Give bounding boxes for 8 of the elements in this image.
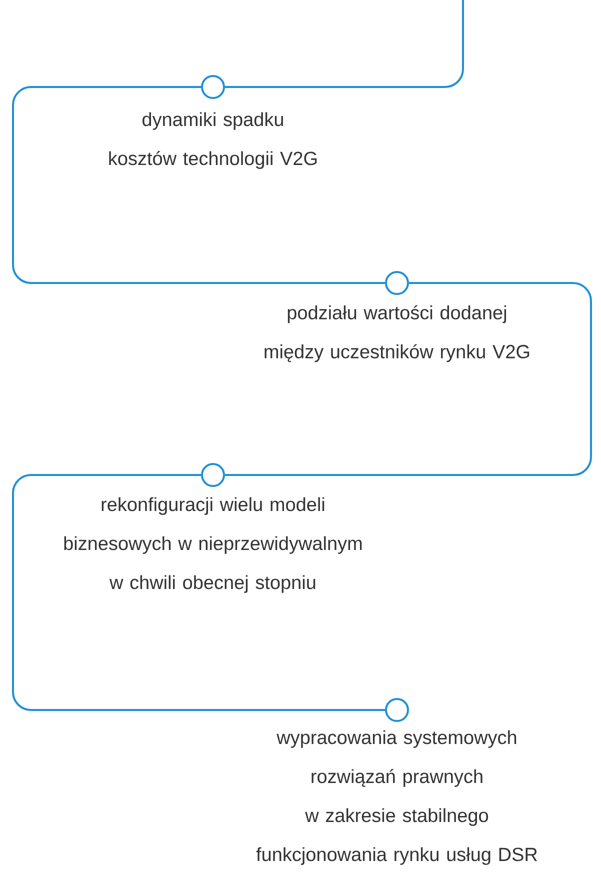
- connector-line: [12, 86, 385, 284]
- body-text: rekonfiguracji wielu modeli biznesowych w nieprzewidywalnym w chwili obecnej stopniu: [64, 497, 362, 593]
- body-text: wypracowania systemowych rozwiązań prawnych w zakresie stabilnego funkcjonowania rynku usług DSR: [256, 730, 538, 865]
- connector-line: [225, 282, 592, 476]
- body-text: dynamiki spadku kosztów technologii V2G: [109, 112, 317, 169]
- body-text: podziału wartości dodanej między uczestników rynku V2G: [264, 305, 530, 362]
- connector-line: [12, 474, 385, 711]
- connector-line: [225, 0, 464, 88]
